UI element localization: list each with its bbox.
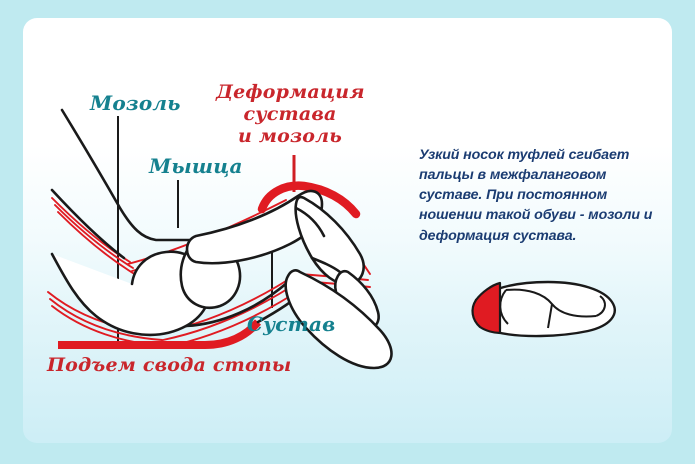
midfoot-contour xyxy=(184,280,290,328)
calcaneus-bone xyxy=(50,250,212,337)
label-arch: Подъем свода стопы xyxy=(47,354,292,376)
leg-contour xyxy=(60,108,198,242)
shoe-vamp-line xyxy=(499,289,509,325)
joint-capsule xyxy=(294,206,326,238)
achilles-contour xyxy=(50,188,126,260)
label-callus: Мозоль xyxy=(90,91,181,115)
arch-ground-line-red xyxy=(58,319,262,349)
shoe-toe-red xyxy=(471,281,502,335)
toe-pad-outline xyxy=(284,269,393,370)
label-joint: Сустав xyxy=(247,312,336,336)
bone-outlines xyxy=(50,108,393,370)
explanation-text: Узкий носок туфлей сгибает пальцы в межф… xyxy=(419,147,653,244)
shoe-top-view-icon xyxy=(471,280,616,338)
callus-arc-red xyxy=(257,181,361,219)
joint-gap-line xyxy=(310,256,342,274)
label-deformity: Деформация сустава и мозоль xyxy=(216,81,365,147)
content-panel xyxy=(23,18,672,443)
label-muscle: Мышца xyxy=(149,154,243,178)
shoe-heel-line xyxy=(595,295,606,317)
shoe-sole-line xyxy=(547,303,553,329)
